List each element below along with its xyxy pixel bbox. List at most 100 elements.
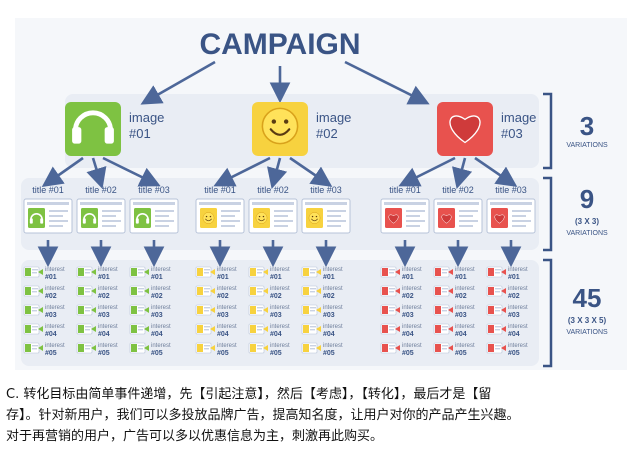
interest-word: interest xyxy=(402,343,422,349)
interest-variation: interest#05 xyxy=(380,342,422,357)
interest-number: #02 xyxy=(402,293,414,300)
mini-card-thumb xyxy=(78,306,84,314)
smiley-mouth xyxy=(258,218,265,222)
smiley-eye xyxy=(258,215,261,218)
interest-variation: interest#03 xyxy=(301,304,343,319)
headband xyxy=(30,213,43,220)
ad-card-text-line xyxy=(155,220,174,222)
interest-variation: interest#03 xyxy=(23,304,65,319)
interest-pointer xyxy=(395,326,400,332)
interest-variation: interest#01 xyxy=(23,266,65,281)
interest-word: interest xyxy=(98,267,118,273)
title-label: title #02 xyxy=(442,185,474,195)
ad-card-text-line xyxy=(274,210,293,212)
interest-word: interest xyxy=(45,324,65,330)
interest-variation: interest#02 xyxy=(76,285,118,300)
ad-card-header xyxy=(133,202,175,205)
mini-card-thumb xyxy=(303,287,309,295)
interest-number: #04 xyxy=(98,331,110,338)
interest-pointer xyxy=(38,307,43,313)
mini-card-line xyxy=(32,272,37,274)
heart-icon xyxy=(494,214,505,224)
mini-card-line xyxy=(442,307,448,309)
mini-card-thumb xyxy=(78,287,84,295)
mini-card-line xyxy=(32,291,37,293)
flow-arrow xyxy=(102,156,161,187)
headphones-icon xyxy=(72,110,114,144)
image-label: image xyxy=(129,110,164,125)
ad-card-header xyxy=(252,202,294,205)
mini-card-line xyxy=(389,272,394,274)
interest-variation: interest#01 xyxy=(76,266,118,281)
interest-number: #05 xyxy=(323,350,335,357)
mini-card-line xyxy=(389,329,394,331)
mini-card-thumb xyxy=(435,344,441,352)
mini-card-thumb xyxy=(131,325,137,333)
mini-card-line xyxy=(85,291,90,293)
ad-card-text-line xyxy=(406,215,420,217)
ad-card-text-line xyxy=(49,225,63,227)
mini-card-line xyxy=(257,348,262,350)
mini-card-line xyxy=(389,269,395,271)
headphones-icon xyxy=(82,213,97,224)
mini-card-line xyxy=(257,310,262,312)
mini-card-line xyxy=(389,310,394,312)
mini-card-thumb xyxy=(435,325,441,333)
smiley-face xyxy=(308,212,321,224)
interest-number: #05 xyxy=(508,350,520,357)
interest-number: #03 xyxy=(455,312,467,319)
interest-variation: interest#05 xyxy=(195,342,237,357)
ad-card-text-line xyxy=(327,220,346,222)
ad-card-text-line xyxy=(49,215,63,217)
interest-pointer xyxy=(144,269,149,275)
smiley-eye xyxy=(315,215,318,218)
interest-number: #03 xyxy=(508,312,520,319)
mini-card-thumb xyxy=(382,306,388,314)
mini-card-thumb xyxy=(250,325,256,333)
smiley-eye xyxy=(205,215,208,218)
interest-word: interest xyxy=(45,343,65,349)
headband xyxy=(83,213,96,220)
flow-arrow xyxy=(474,156,518,187)
mini-card-thumb xyxy=(197,268,203,276)
mini-card-line xyxy=(495,307,501,309)
interest-pointer xyxy=(91,269,96,275)
ad-card-text-line xyxy=(512,210,531,212)
interest-pointer xyxy=(448,269,453,275)
interest-variation: interest#01 xyxy=(433,266,475,281)
ad-card-header xyxy=(437,202,479,205)
interest-pointer xyxy=(501,326,506,332)
interest-pointer xyxy=(501,345,506,351)
interest-word: interest xyxy=(323,286,343,292)
variation-number: 9 xyxy=(580,184,594,214)
mini-card-line xyxy=(138,272,143,274)
mini-card-thumb xyxy=(303,306,309,314)
interest-word: interest xyxy=(270,286,290,292)
mini-card-thumb xyxy=(488,306,494,314)
flow-arrow xyxy=(86,157,107,189)
ad-card-text-line xyxy=(459,220,478,222)
interest-variation: interest#04 xyxy=(76,323,118,338)
interest-word: interest xyxy=(151,324,171,330)
interest-number: #01 xyxy=(45,274,57,281)
mini-card-thumb xyxy=(250,306,256,314)
mini-card-thumb xyxy=(25,344,31,352)
ad-card-text-line xyxy=(221,210,240,212)
smiley-icon xyxy=(255,212,268,224)
interest-word: interest xyxy=(151,343,171,349)
interest-number: #01 xyxy=(402,274,414,281)
bracket xyxy=(543,176,553,252)
interest-pointer xyxy=(395,307,400,313)
headband xyxy=(72,110,114,131)
ad-card-text-line xyxy=(102,220,121,222)
mini-card-line xyxy=(442,348,447,350)
interest-number: #05 xyxy=(270,350,282,357)
image-label: image xyxy=(316,110,351,125)
caption-line: 对于再营销的用户，广告可以多以优惠信息为主，刺激再此购买。 xyxy=(6,429,384,444)
flow-arrow xyxy=(213,156,271,187)
ad-card-text-line xyxy=(512,215,526,217)
ad-card-text-line xyxy=(221,215,235,217)
mini-card-line xyxy=(204,348,209,350)
